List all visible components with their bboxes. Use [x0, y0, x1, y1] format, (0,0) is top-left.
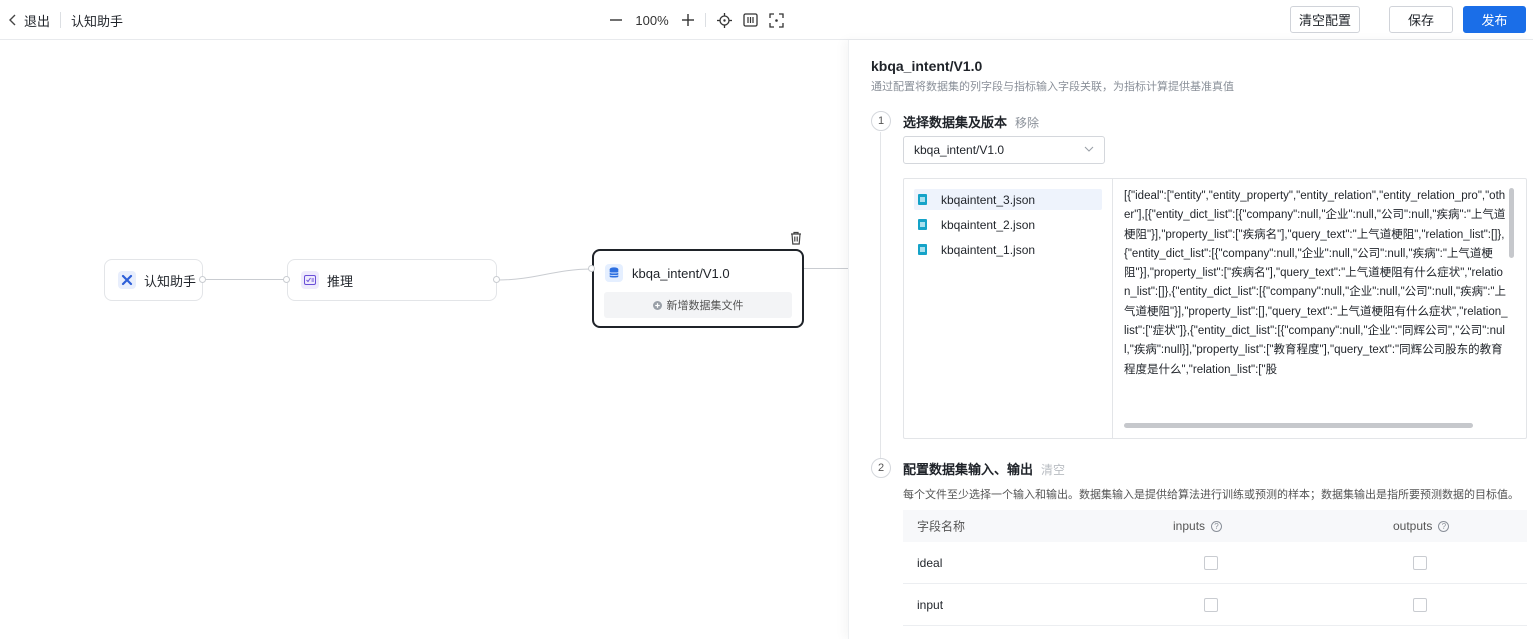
add-dataset-file-label: 新增数据集文件 [666, 300, 744, 312]
reasoning-icon [301, 271, 319, 289]
step1-header: 选择数据集及版本移除 [903, 112, 1039, 131]
step2-header: 配置数据集输入、输出清空 [903, 459, 1065, 478]
clear-config-button[interactable]: 清空配置 [1290, 6, 1360, 33]
fit-view-button[interactable] [768, 12, 784, 28]
dataset-version-select[interactable]: kbqa_intent/V1.0 [903, 136, 1105, 164]
outputs-checkbox[interactable] [1413, 556, 1427, 570]
delete-node-button[interactable] [789, 231, 803, 245]
help-icon[interactable]: ? [1438, 520, 1450, 532]
file-preview-box: kbqaintent_3.json kbqaintent_2.json kbqa… [903, 178, 1527, 439]
zoom-in-button[interactable] [677, 9, 699, 31]
field-name: ideal [917, 555, 943, 570]
divider [705, 13, 706, 27]
inputs-checkbox[interactable] [1204, 556, 1218, 570]
step1-title: 选择数据集及版本 [903, 115, 1008, 130]
file-item[interactable]: kbqaintent_3.json [914, 189, 1102, 210]
column-header-field: 字段名称 [917, 519, 966, 534]
outputs-checkbox[interactable] [1413, 598, 1427, 612]
table-row: input [903, 584, 1527, 626]
column-header-inputs-cell: inputs? [1173, 519, 1223, 533]
chevron-left-icon [8, 13, 18, 29]
zoom-controls: 100% [605, 9, 784, 31]
divider [60, 12, 61, 28]
database-icon [605, 264, 623, 282]
zoom-level: 100% [635, 12, 669, 28]
minimap-button[interactable] [742, 12, 758, 28]
minus-icon [610, 19, 622, 21]
file-name: kbqaintent_2.json [941, 217, 1036, 232]
step2-description: 每个文件至少选择一个输入和输出。数据集输入是提供给算法进行训练或预测的样本；数据… [903, 489, 1519, 501]
column-header-outputs-cell: outputs? [1393, 519, 1450, 533]
vertical-scrollbar[interactable] [1509, 188, 1514, 258]
file-name: kbqaintent_3.json [941, 192, 1036, 207]
panel-subtitle: 通过配置将数据集的列字段与指标输入字段关联，为指标计算提供基准真值 [871, 81, 1234, 93]
exit-button[interactable]: 退出 [8, 11, 50, 30]
minimap-icon [742, 13, 758, 27]
table-row: ideal [903, 542, 1527, 584]
panel-title: kbqa_intent/V1.0 [871, 58, 983, 74]
json-file-icon [918, 244, 927, 255]
node-port[interactable] [199, 276, 206, 283]
locate-button[interactable] [716, 12, 732, 28]
file-item[interactable]: kbqaintent_2.json [914, 214, 1102, 235]
add-dataset-file-button[interactable]: 新增数据集文件 [604, 292, 792, 318]
node-reasoning[interactable]: 推理 [287, 259, 497, 301]
node-dataset[interactable]: kbqa_intent/V1.0 新增数据集文件 [592, 249, 804, 328]
crosshair-icon [716, 12, 732, 28]
help-icon[interactable]: ? [1211, 520, 1223, 532]
exit-label: 退出 [24, 14, 51, 29]
file-item[interactable]: kbqaintent_1.json [914, 239, 1102, 260]
edge [804, 268, 848, 269]
plus-icon [682, 14, 694, 26]
node-port[interactable] [283, 276, 290, 283]
step-connector [880, 132, 881, 458]
table-header: 字段名称 inputs? outputs? [903, 510, 1527, 542]
zoom-out-button[interactable] [605, 9, 627, 31]
node-label: 推理 [327, 273, 354, 289]
fit-screen-icon [768, 12, 784, 28]
node-port[interactable] [493, 276, 500, 283]
chevron-down-icon [1084, 146, 1094, 152]
save-button[interactable]: 保存 [1389, 6, 1453, 33]
edge [203, 279, 287, 280]
node-label: kbqa_intent/V1.0 [632, 265, 730, 281]
step2-title: 配置数据集输入、输出 [903, 462, 1034, 477]
field-mapping-table: 字段名称 inputs? outputs? ideal input [903, 510, 1527, 626]
file-content-preview: [{"ideal":["entity","entity_property","e… [1124, 190, 1508, 376]
remove-dataset-link[interactable]: 移除 [1015, 116, 1040, 130]
app-name: 认知助手 [71, 14, 124, 29]
clear-mapping-link[interactable]: 清空 [1041, 463, 1066, 477]
dataset-version-value: kbqa_intent/V1.0 [914, 143, 1005, 157]
json-file-icon [918, 194, 927, 205]
file-name: kbqaintent_1.json [941, 242, 1036, 257]
horizontal-scrollbar[interactable] [1124, 423, 1473, 428]
flow-canvas[interactable]: 认知助手 推理 kbqa_intent/V1.0 新增数据集文件 [0, 40, 848, 639]
publish-button[interactable]: 发布 [1463, 6, 1526, 33]
column-header-outputs: outputs [1393, 519, 1433, 533]
step-number-badge: 1 [871, 111, 891, 131]
node-port[interactable] [588, 265, 595, 272]
inputs-checkbox[interactable] [1204, 598, 1218, 612]
edge [497, 268, 593, 281]
node-label: 认知助手 [144, 273, 197, 289]
assistant-icon [118, 271, 136, 289]
node-assistant[interactable]: 认知助手 [104, 259, 203, 301]
file-list: kbqaintent_3.json kbqaintent_2.json kbqa… [904, 179, 1113, 438]
field-name: input [917, 597, 944, 612]
top-toolbar: 退出 认知助手 100% 清空配置 保存 发布 [0, 0, 1533, 40]
json-file-icon [918, 219, 927, 230]
dataset-config-panel: kbqa_intent/V1.0 通过配置将数据集的列字段与指标输入字段关联，为… [848, 40, 1533, 639]
step-number-badge: 2 [871, 458, 891, 478]
trash-icon [791, 231, 801, 245]
column-header-inputs: inputs [1173, 519, 1206, 533]
add-circle-icon [652, 300, 662, 310]
